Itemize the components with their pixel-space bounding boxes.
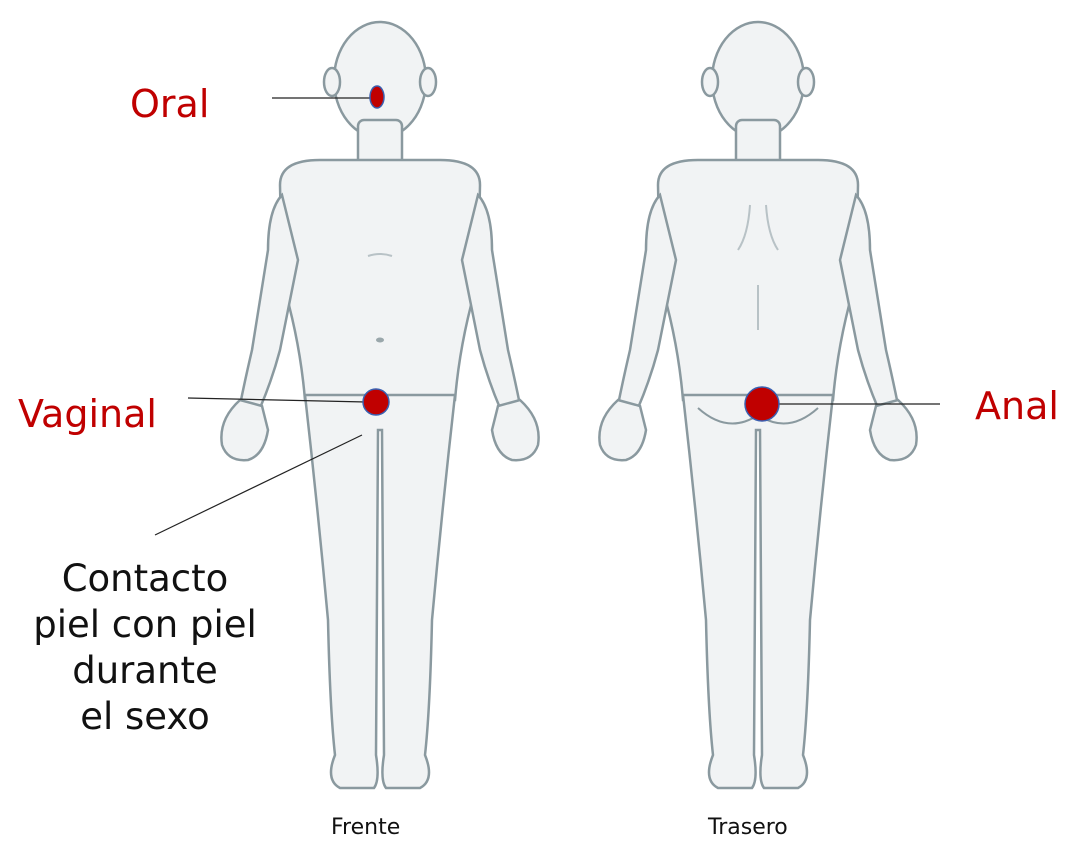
- vaginal-label: Vaginal: [18, 395, 157, 433]
- anal-label: Anal: [975, 387, 1059, 425]
- skin-contact-line-1: Contacto: [10, 556, 280, 602]
- skin-contact-line-4: el sexo: [10, 694, 280, 740]
- back-caption: Trasero: [708, 817, 788, 839]
- front-caption: Frente: [331, 817, 400, 839]
- oral-marker: [370, 86, 384, 108]
- skin-contact-label: Contacto piel con piel durante el sexo: [10, 556, 280, 740]
- vaginal-marker: [363, 389, 389, 415]
- skin-contact-line-3: durante: [10, 648, 280, 694]
- anal-marker: [745, 387, 779, 421]
- oral-label: Oral: [130, 85, 209, 123]
- skin-contact-line-2: piel con piel: [10, 602, 280, 648]
